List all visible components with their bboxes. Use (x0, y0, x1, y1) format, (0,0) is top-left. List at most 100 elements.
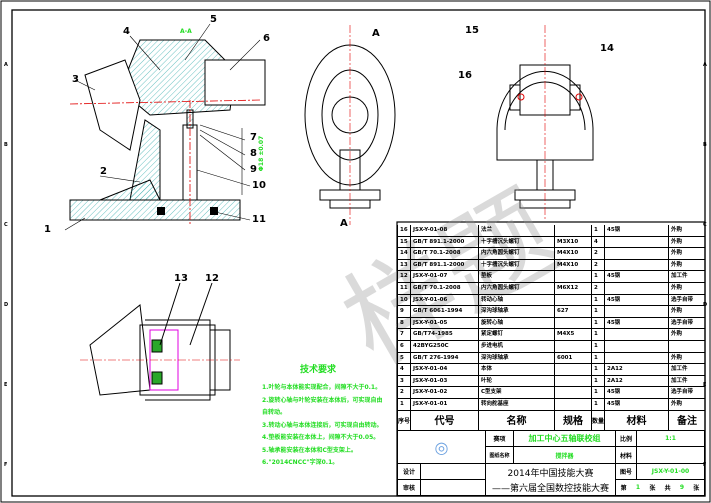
bom-cell-name: 深沟球轴承 (478, 352, 554, 364)
bom-cell-note: 选手自带 (668, 317, 705, 329)
sheet-unit: 张 (649, 485, 656, 492)
bom-cell-no: 15 (397, 236, 410, 248)
event-value: 加工中心五轴联校组 (513, 430, 616, 447)
tech-requirement-item: 5.轴承能安装在本体和C型支架上。 (262, 446, 357, 454)
callout-8: 8 (250, 148, 257, 159)
bom-cell-name: 十字槽沉头螺钉 (478, 259, 554, 271)
bom-cell-code: JSX-Y-01-01 (410, 399, 478, 410)
bom-cell-name: 垫板 (478, 271, 554, 282)
bom-cell-name: 深沟球轴承 (478, 306, 554, 317)
bom-header-note: 备注 (668, 410, 705, 430)
review-value (420, 479, 486, 496)
scale-label: 比例 (615, 430, 637, 447)
callout-16: 16 (458, 70, 472, 81)
bom-cell-qty: 1 (591, 399, 604, 410)
bom-cell-qty: 1 (591, 387, 604, 398)
drawing-no-label: 图号 (615, 463, 637, 480)
design-label: 设计 (397, 463, 421, 480)
bom-cell-qty: 1 (591, 225, 604, 236)
bom-cell-note: 外购 (668, 259, 705, 271)
bom-cell-qty: 1 (591, 317, 604, 329)
bom-cell-code: GB/T 70.1-2008 (410, 283, 478, 294)
side-view (304, 25, 396, 225)
callout-10: 10 (252, 180, 266, 191)
bom-cell-no: 6 (397, 341, 410, 352)
bom-cell-name: C型支架 (478, 387, 554, 398)
bom-cell-material: 45钢 (604, 225, 668, 236)
total-unit: 张 (693, 485, 700, 492)
callout-leaders (64, 23, 261, 231)
bom-cell-no: 7 (397, 329, 410, 340)
zone-letter: C (703, 222, 707, 228)
bom-cell-no: 5 (397, 352, 410, 364)
zone-letter: A (703, 62, 707, 68)
tech-requirements-title: 技术要求 (300, 365, 337, 375)
bom-cell-qty: 1 (591, 306, 604, 317)
bom-cell-code: GB/T 891.1-2000 (410, 236, 478, 248)
zone-letter: B (4, 142, 8, 148)
bom-cell-note (668, 341, 705, 352)
zone-letter: F (4, 462, 8, 468)
contest-line-2: ——第六届全国数控技能大赛 (485, 479, 616, 496)
zone-letter: E (703, 382, 707, 388)
callout-14: 14 (600, 43, 614, 54)
sheet-label: 第 (620, 485, 627, 492)
bom-cell-qty: 1 (591, 329, 604, 340)
bom-cell-spec (554, 399, 591, 410)
bom-cell-name: 转动心轴 (478, 294, 554, 306)
bom-cell-name: 叶轮 (478, 375, 554, 387)
bom-cell-qty: 1 (591, 294, 604, 306)
bom-cell-code: JSX-Y-01-05 (410, 317, 478, 329)
bom-cell-code: JSX-Y-01-02 (410, 387, 478, 398)
callout-6: 6 (263, 33, 270, 44)
event-label: 赛项 (485, 430, 514, 447)
material-value (636, 446, 705, 464)
bom-cell-code: JSX-Y-01-06 (410, 294, 478, 306)
bom-cell-code: JSX-Y-01-08 (410, 225, 478, 236)
bom-header-spec: 规格 (554, 410, 591, 430)
tech-requirement-item: 自转动。 (262, 409, 287, 416)
bom-cell-name: 旋转心轴 (478, 317, 554, 329)
tech-requirement-item: 2.旋转心轴与叶轮安装在本体后，可实现自由 (262, 396, 383, 404)
callout-15: 15 (465, 25, 479, 36)
bom-cell-note: 外购 (668, 283, 705, 294)
tech-requirement-item: 4.垫板能安装在本体上，间隙不大于0.05。 (262, 434, 380, 441)
bom-cell-spec (554, 294, 591, 306)
bom-cell-qty: 1 (591, 375, 604, 387)
bom-cell-code: GB/T 6061-1994 (410, 306, 478, 317)
bom-cell-qty: 1 (591, 341, 604, 352)
bom-cell-no: 12 (397, 271, 410, 282)
bom-cell-qty: 4 (591, 236, 604, 248)
bom-cell-note: 加工件 (668, 271, 705, 282)
zone-letter: F (703, 462, 707, 468)
bom-cell-note: 外购 (668, 248, 705, 259)
callout-13: 13 (174, 273, 188, 284)
bom-cell-note: 加工件 (668, 375, 705, 387)
bom-cell-spec (554, 271, 591, 282)
bom-cell-code: JSX-Y-01-07 (410, 271, 478, 282)
bom-cell-material: 45钢 (604, 317, 668, 329)
bom-cell-no: 4 (397, 364, 410, 375)
zone-letter: A (4, 62, 8, 68)
section-view-aa (69, 39, 266, 225)
bom-cell-name: 转向舵基座 (478, 399, 554, 410)
bom-cell-code: 42BYG250C (410, 341, 478, 352)
tech-requirement-item: 3.转动心轴与本体连接后，可实现自由转动。 (262, 421, 383, 429)
bom-cell-material: 45钢 (604, 271, 668, 282)
zone-letter: D (4, 302, 9, 308)
bom-cell-no: 2 (397, 387, 410, 398)
drawing-name-value: 搅拌器 (513, 446, 616, 464)
bom-cell-spec: M4X10 (554, 248, 591, 259)
bom-cell-note: 外购 (668, 399, 705, 410)
section-marker: A (372, 28, 380, 39)
bom-cell-no: 14 (397, 248, 410, 259)
bom-cell-material (604, 341, 668, 352)
bom-cell-spec (554, 364, 591, 375)
bom-cell-spec (554, 375, 591, 387)
bom-cell-material (604, 329, 668, 340)
